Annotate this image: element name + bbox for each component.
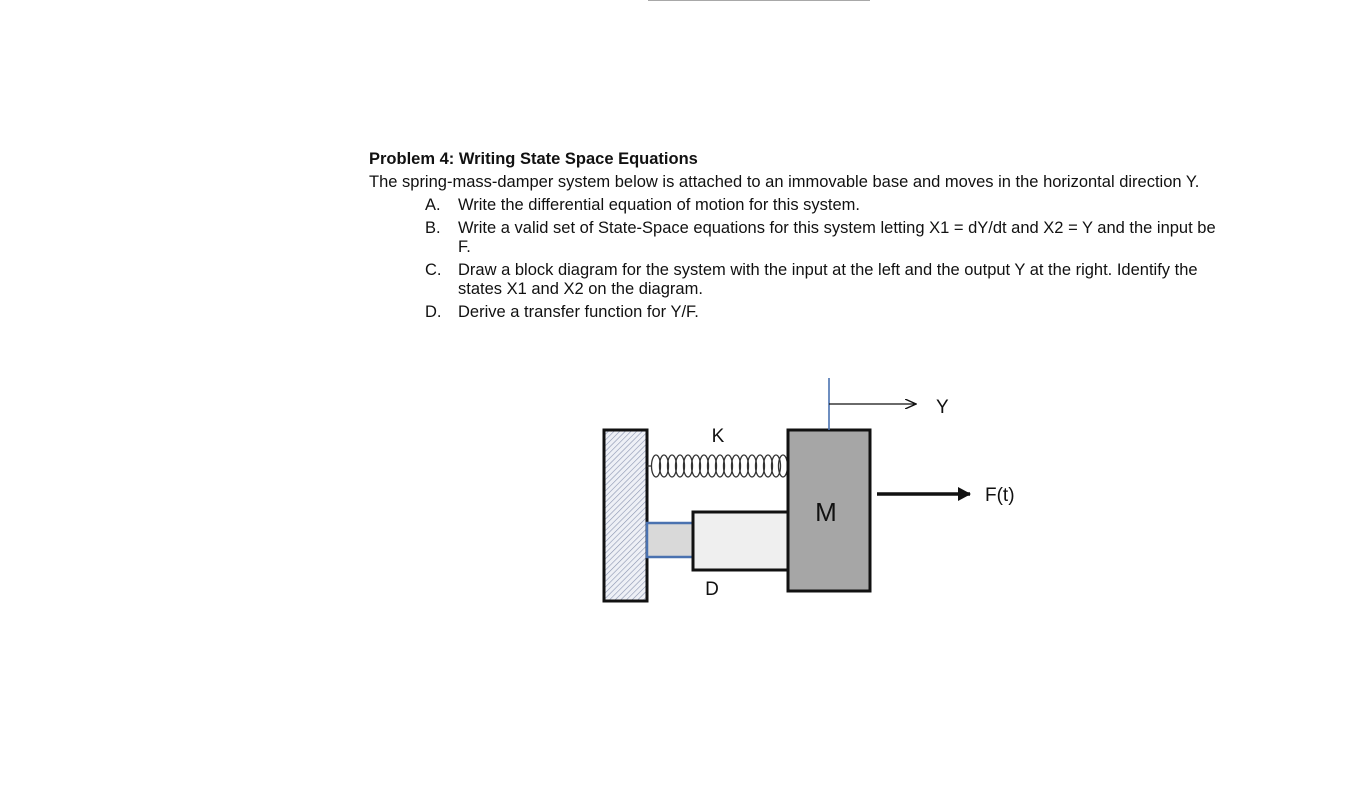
mass-block <box>786 428 872 593</box>
task-item: C. Draw a block diagram for the system w… <box>369 261 1229 299</box>
spring-coil <box>647 454 789 478</box>
task-item: A. Write the differential equation of mo… <box>369 196 1229 215</box>
task-letter: C. <box>425 261 442 279</box>
problem-title: Problem 4: Writing State Space Equations <box>369 150 698 168</box>
task-text: Draw a block diagram for the system with… <box>458 261 1198 298</box>
damper-cylinder <box>691 510 791 572</box>
task-item: D. Derive a transfer function for Y/F. <box>369 303 1229 322</box>
task-item: B. Write a valid set of State-Space equa… <box>369 219 1229 257</box>
force-label: F(t) <box>985 485 1015 506</box>
mass-label: M <box>815 497 837 527</box>
spring-mass-damper-diagram: K D M Y F(t) <box>590 370 1040 610</box>
displacement-label: Y <box>936 397 949 418</box>
problem-intro: The spring-mass-damper system below is a… <box>369 173 1200 191</box>
damper-rod <box>645 521 695 559</box>
damper-label: D <box>705 579 719 600</box>
spring-label: K <box>712 426 725 447</box>
fixed-wall <box>602 428 649 603</box>
task-letter: B. <box>425 219 441 237</box>
task-list: A. Write the differential equation of mo… <box>369 196 1229 322</box>
page-top-rule <box>648 0 870 1</box>
task-letter: A. <box>425 196 441 214</box>
task-text: Write the differential equation of motio… <box>458 196 861 214</box>
task-text: Derive a transfer function for Y/F. <box>458 303 699 321</box>
task-text: Write a valid set of State-Space equatio… <box>458 219 1216 256</box>
task-letter: D. <box>425 303 442 321</box>
problem-statement: Problem 4: Writing State Space Equations… <box>369 150 1229 326</box>
